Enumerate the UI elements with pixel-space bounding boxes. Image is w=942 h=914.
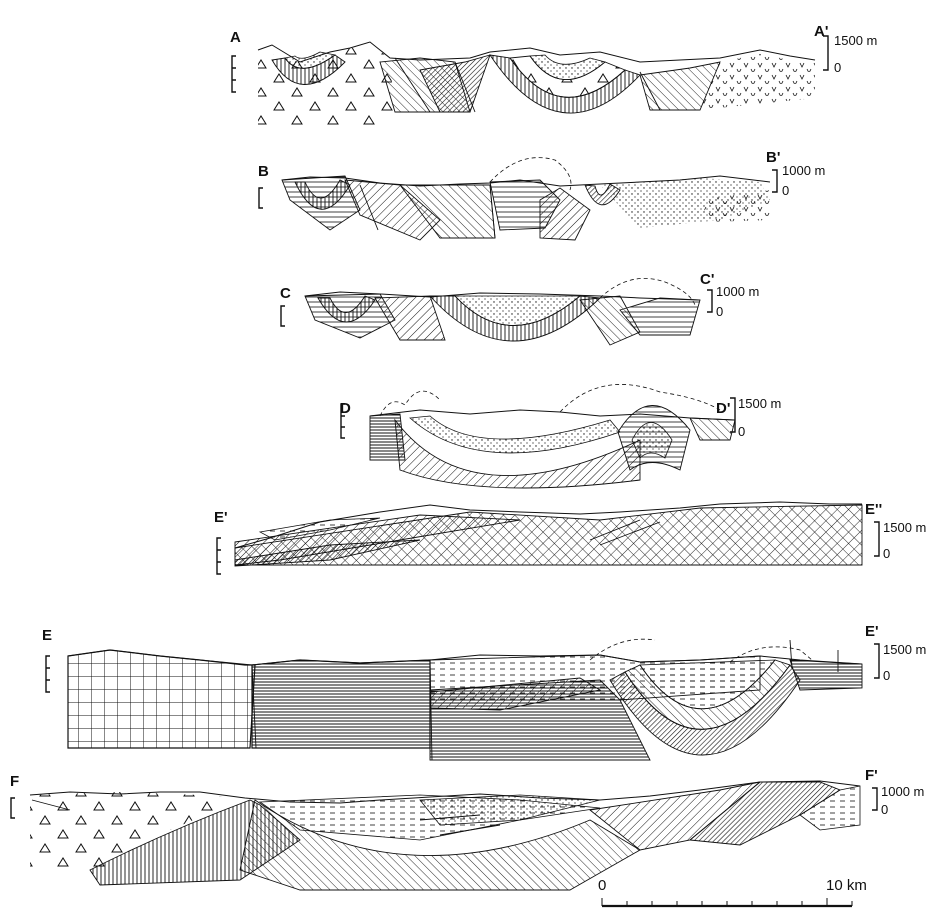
section-e-prime-zero-label: 0 <box>883 546 890 561</box>
section-c-end-label: C' <box>700 271 714 288</box>
section-d-scale-label: 1500 m <box>738 396 781 411</box>
section-e-zero-label: 0 <box>883 668 890 683</box>
section-f-vertical-scale-left <box>11 798 15 818</box>
section-e-horizontal-block <box>252 660 430 748</box>
section-f <box>30 781 860 890</box>
section-e-end-label: E' <box>865 623 879 640</box>
section-e-prime-vertical-scale-left <box>217 538 221 574</box>
section-f-end-label: F' <box>865 767 878 784</box>
section-d <box>370 384 735 488</box>
section-a-end-label: A' <box>814 23 828 40</box>
section-d-zero-label: 0 <box>738 424 745 439</box>
section-d-eroded-trace-left <box>380 391 440 416</box>
km-scale-end-label: 10 km <box>826 877 867 894</box>
section-f-scale-label: 1000 m <box>881 784 924 799</box>
km-scale-bar: 0 10 km <box>598 877 867 906</box>
section-b-end-label: B' <box>766 149 780 166</box>
section-c <box>305 278 700 345</box>
section-d-end-label: D' <box>716 400 730 417</box>
section-e-grid-block <box>68 650 255 748</box>
section-a-start-label: A <box>230 29 241 46</box>
section-b-scale-label: 1000 m <box>782 163 825 178</box>
section-b-anticline <box>540 188 590 240</box>
section-f-zero-label: 0 <box>881 802 888 817</box>
section-e-vertical-scale-right <box>874 644 879 678</box>
section-b-vertical-scale-left <box>259 188 263 208</box>
section-d-syncline <box>410 416 620 453</box>
section-c-start-label: C <box>280 285 291 302</box>
section-e-vertical-scale-left <box>46 656 50 692</box>
section-e-prime <box>235 502 862 566</box>
section-e-scale-label: 1500 m <box>883 642 926 657</box>
section-b-zero-label: 0 <box>782 183 789 198</box>
section-b <box>282 158 770 240</box>
km-scale-start-label: 0 <box>598 877 606 894</box>
section-e-prime-end-label: E'' <box>865 501 882 518</box>
section-d-east-block <box>690 418 735 440</box>
section-e-prime-start-label: E' <box>214 509 228 526</box>
section-a-zero-label: 0 <box>834 60 841 75</box>
section-f-start-label: F <box>10 773 19 790</box>
section-e-start-label: E <box>42 627 52 644</box>
section-c-zero-label: 0 <box>716 304 723 319</box>
section-b-start-label: B <box>258 163 269 180</box>
section-a <box>258 42 815 125</box>
section-d-eroded-trace-right <box>560 384 720 412</box>
km-scale-ticks <box>602 898 852 906</box>
section-a-vertical-scale-left <box>232 56 236 92</box>
section-a-scale-label: 1500 m <box>834 33 877 48</box>
section-c-vertical-scale-left <box>281 306 285 326</box>
section-e-prime-vertical-scale-right <box>874 522 879 556</box>
section-b-vertical-scale-right <box>772 170 777 192</box>
section-e-prime-scale-label: 1500 m <box>883 520 926 535</box>
section-a-vertical-scale-right <box>823 36 828 70</box>
section-f-vertical-scale-right <box>872 788 877 810</box>
section-c-vertical-scale-right <box>707 290 712 312</box>
section-e <box>68 639 862 760</box>
section-c-scale-label: 1000 m <box>716 284 759 299</box>
section-e-east-block <box>790 660 862 690</box>
